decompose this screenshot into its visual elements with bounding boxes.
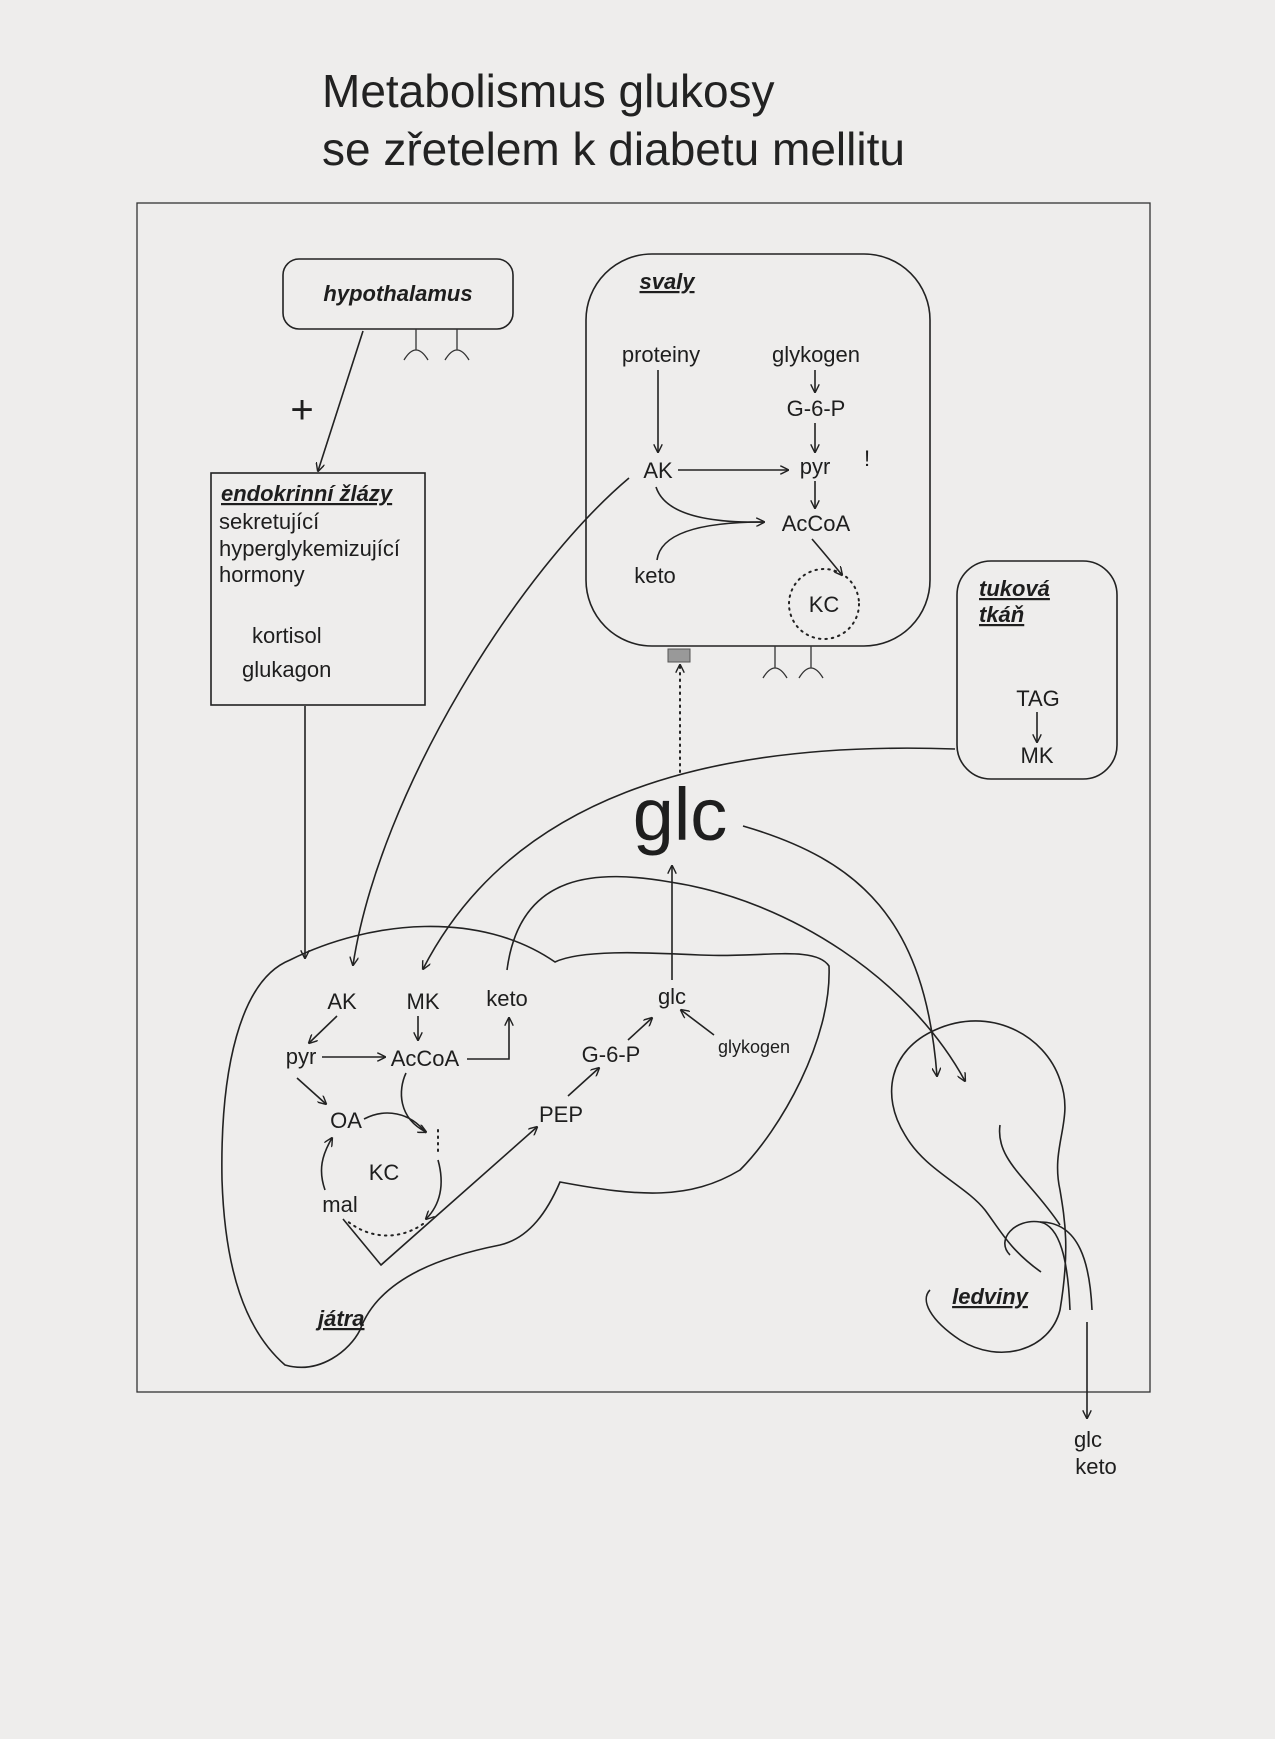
liver-keto-to-kidney-arrow (506, 875, 965, 1081)
hormone-glucagon: glukagon (242, 657, 331, 682)
kidney-title: ledviny (952, 1284, 1030, 1309)
receptor-icon (762, 646, 788, 679)
endocrine-glands-box: endokrinní žlázy sekretující hyperglykem… (210, 472, 426, 706)
ak-to-accoa-arrow (655, 486, 764, 522)
endocrine-line-3: hormony (219, 562, 305, 587)
endocrine-line-1: sekretující (219, 509, 319, 534)
hypothalamus-to-endocrine-arrow (318, 330, 364, 471)
muscle-ak-to-liver-arrow (353, 477, 630, 965)
adipose-title-line-2: tkáň (979, 602, 1024, 627)
ureter-line-2 (1039, 1221, 1093, 1311)
liver-kc: KC (369, 1160, 400, 1185)
liver-g6p: G-6-P (582, 1042, 641, 1067)
liver-outline (221, 925, 830, 1368)
muscle-keto: keto (634, 563, 676, 588)
muscle-title: svaly (639, 269, 696, 294)
adipose-tissue-box: tuková tkáň TAG MK (956, 560, 1118, 780)
muscle-g6p: G-6-P (787, 396, 846, 421)
adipose-tag: TAG (1016, 686, 1060, 711)
fatty-acids-to-liver-arrow (423, 747, 956, 969)
muscle-kc: KC (809, 592, 840, 617)
mal-to-pep-arrow (342, 1127, 537, 1267)
urine-keto: keto (1075, 1454, 1117, 1479)
receptor-icon (403, 329, 429, 361)
mal-to-oa-arrow (320, 1138, 332, 1191)
accoa-to-keto-arrow (467, 1018, 509, 1060)
title-line-2: se zřetelem k diabetu mellitu (322, 123, 905, 175)
endocrine-line-2: hyperglykemizující (219, 536, 400, 561)
oa-to-kc-line (363, 1112, 427, 1134)
pyr-to-oa-arrow (296, 1077, 326, 1104)
liver-glycogen: glykogen (718, 1037, 790, 1057)
hormone-cortisol: kortisol (252, 623, 322, 648)
liver-ak: AK (327, 989, 357, 1014)
glycogen-to-glc-arrow (681, 1010, 715, 1036)
urine-glc: glc (1074, 1427, 1102, 1452)
keto-to-accoa-line (656, 521, 765, 561)
accoa-to-kc-arrow (811, 538, 842, 575)
pep-to-g6p-arrow (567, 1068, 599, 1097)
stimulation-plus-sign: + (290, 388, 313, 432)
muscle-accoa: AcCoA (782, 511, 851, 536)
adipose-title-line-1: tuková (979, 576, 1050, 601)
muscle-proteins: proteiny (622, 342, 700, 367)
muscle-ak: AK (643, 458, 673, 483)
endocrine-title: endokrinní žlázy (221, 481, 394, 506)
liver-mk: MK (407, 989, 440, 1014)
kidney-inner-line (998, 1124, 1061, 1226)
hypothalamus-label: hypothalamus (323, 281, 472, 306)
blood-glucose: glc (633, 773, 728, 856)
muscle-krebs-cycle (788, 568, 860, 640)
liver-accoa: AcCoA (391, 1046, 460, 1071)
page-title: Metabolismus glukosy se zřetelem k diabe… (322, 62, 905, 178)
liver-oa: OA (330, 1108, 362, 1133)
kc-cycle-dotted (345, 1219, 424, 1237)
kc-cycle-arrow (426, 1159, 442, 1219)
muscle-glycogen: glykogen (772, 342, 860, 367)
hypothalamus-box: hypothalamus (282, 258, 514, 361)
liver-title: játra (315, 1306, 364, 1331)
liver-mal: mal (322, 1192, 357, 1217)
diagram-frame (136, 202, 1151, 1393)
muscle-stray-mark: ! (864, 446, 870, 471)
liver-pep: PEP (539, 1102, 583, 1127)
kidney: ledviny glc keto (890, 1020, 1117, 1479)
accoa-to-kc-arrow (400, 1072, 426, 1132)
receptor-icon (444, 329, 470, 361)
liver-glc: glc (658, 984, 686, 1009)
kidney-outline (890, 1020, 1067, 1354)
receptor-icon (798, 646, 824, 679)
glucose-transporter (667, 648, 691, 663)
g6p-to-glc-arrow (627, 1018, 652, 1041)
liver: játra AK MK keto glc pyr AcCoA G-6-P gly… (221, 866, 830, 1368)
ak-to-pyr-arrow (309, 1015, 338, 1043)
title-line-1: Metabolismus glukosy (322, 65, 775, 117)
muscle-box: svaly proteiny glykogen G-6-P AK pyr AcC… (585, 253, 931, 679)
adipose-mk: MK (1021, 743, 1054, 768)
muscle-pyr: pyr (800, 454, 831, 479)
liver-keto: keto (486, 986, 528, 1011)
glucose-to-kidney-arrow (742, 825, 937, 1076)
liver-pyr: pyr (286, 1044, 317, 1069)
